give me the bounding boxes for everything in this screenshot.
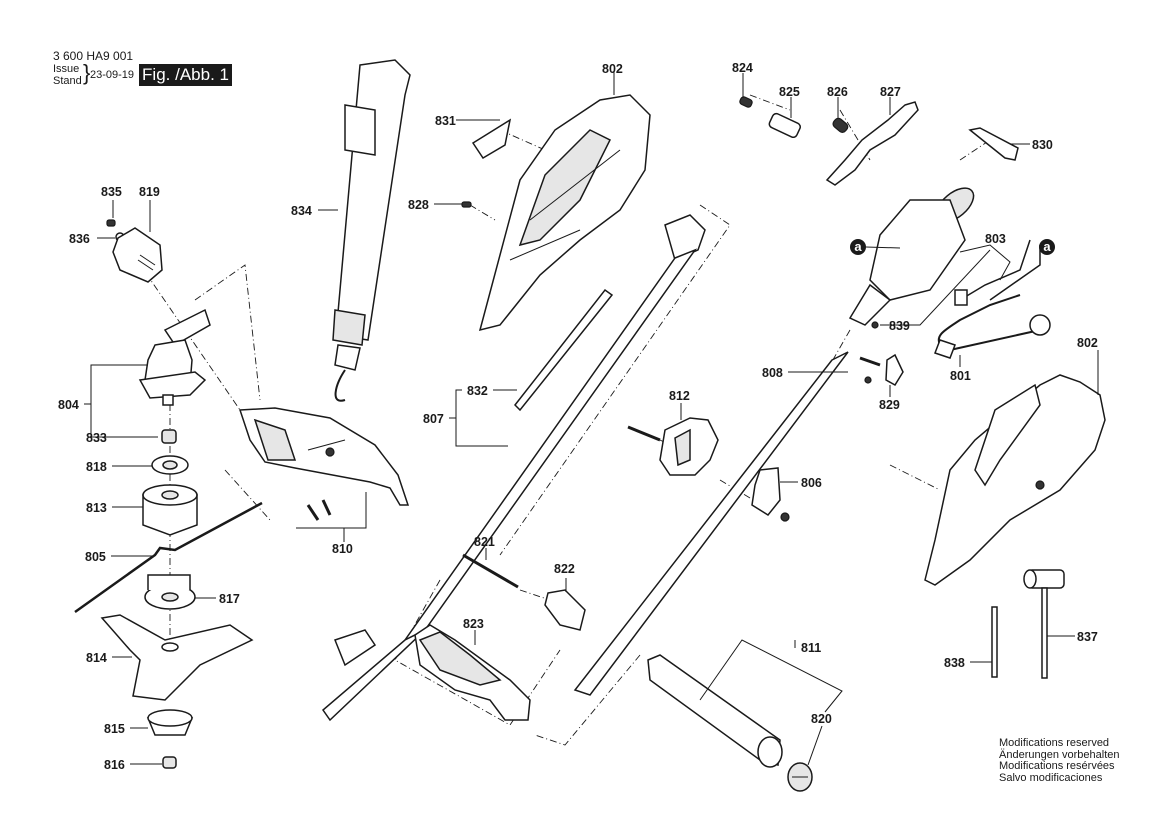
label-806[interactable]: 806 (801, 476, 822, 490)
part-837-wrench[interactable] (1023, 569, 1065, 679)
part-835-screw[interactable] (106, 219, 116, 227)
label-839[interactable]: 839 (889, 319, 910, 333)
modifications-notice: Modifications reserved Änderungen vorbeh… (999, 737, 1120, 784)
label-834[interactable]: 834 (291, 204, 312, 218)
part-818-bearing[interactable] (151, 455, 189, 475)
label-816[interactable]: 816 (104, 758, 125, 772)
label-819[interactable]: 819 (139, 185, 160, 199)
label-827[interactable]: 827 (880, 85, 901, 99)
part-826-spring[interactable] (831, 117, 849, 134)
label-824[interactable]: 824 (732, 61, 753, 75)
drive-tube-end[interactable] (163, 308, 211, 346)
connection-marker-left: a (850, 239, 866, 255)
part-802-housing-right[interactable] (924, 374, 1106, 586)
note-fr: Modifications resérvées (999, 760, 1115, 772)
figure-label: Fig. /Abb. 1 (139, 64, 232, 86)
label-814[interactable]: 814 (86, 651, 107, 665)
issue-label-en: Issue (53, 63, 80, 75)
part-812-clamp[interactable] (627, 417, 719, 476)
issue-label: Issue Stand (53, 63, 82, 87)
svg-text:a: a (854, 239, 862, 254)
label-830[interactable]: 830 (1032, 138, 1053, 152)
part-831-label[interactable] (471, 118, 512, 160)
part-labels: 835 819 836 804 833 818 813 805 817 814 … (58, 61, 1098, 772)
label-835[interactable]: 835 (101, 185, 122, 199)
label-828[interactable]: 828 (408, 198, 429, 212)
part-815-flange[interactable] (146, 709, 194, 736)
label-836[interactable]: 836 (69, 232, 90, 246)
part-834-shoulder-strap[interactable] (332, 59, 411, 402)
label-813[interactable]: 813 (86, 501, 107, 515)
label-803[interactable]: 803 (985, 232, 1006, 246)
part-804-gear-head[interactable] (138, 339, 207, 406)
label-802-right[interactable]: 802 (1077, 336, 1098, 350)
label-805[interactable]: 805 (85, 550, 106, 564)
label-826[interactable]: 826 (827, 85, 848, 99)
issue-date: 23-09-19 (90, 69, 135, 81)
label-823[interactable]: 823 (463, 617, 484, 631)
leader-lines (84, 72, 1099, 766)
part-833-bushing[interactable] (161, 429, 177, 444)
part-811-aux-handle[interactable] (647, 654, 783, 768)
part-802-housing-left[interactable] (478, 94, 651, 332)
label-818[interactable]: 818 (86, 460, 107, 474)
label-829[interactable]: 829 (879, 398, 900, 412)
note-en: Modifications reserved (999, 737, 1110, 749)
label-812[interactable]: 812 (669, 389, 690, 403)
issue-label-de: Stand (53, 75, 82, 87)
label-820[interactable]: 820 (811, 712, 832, 726)
label-810[interactable]: 810 (332, 542, 353, 556)
part-817-spool[interactable] (144, 574, 196, 610)
part-832-strip[interactable] (514, 288, 614, 412)
label-804[interactable]: 804 (58, 398, 79, 412)
part-816-nut[interactable] (162, 756, 177, 769)
label-821[interactable]: 821 (474, 535, 495, 549)
note-es: Salvo modificaciones (999, 771, 1103, 784)
part-823-grip[interactable] (414, 624, 531, 721)
part-814-blade[interactable] (100, 614, 254, 701)
label-825[interactable]: 825 (779, 85, 800, 99)
label-808[interactable]: 808 (762, 366, 783, 380)
label-811[interactable]: 811 (801, 641, 821, 655)
connection-marker-right: a (1039, 239, 1055, 255)
part-822-spacer[interactable] (544, 589, 586, 631)
part-820-knob[interactable] (787, 762, 813, 792)
part-830-label[interactable] (968, 127, 1019, 161)
label-831[interactable]: 831 (435, 114, 456, 128)
part-828-screw[interactable] (461, 201, 472, 208)
note-de: Änderungen vorbehalten (999, 748, 1120, 761)
label-837[interactable]: 837 (1077, 630, 1098, 644)
part-819-cover[interactable] (112, 227, 163, 283)
part-821-bolt[interactable] (462, 553, 519, 589)
part-829-bracket[interactable] (859, 353, 904, 387)
part-806-lever[interactable] (751, 467, 790, 522)
svg-text:a: a (1043, 239, 1051, 254)
part-810-screws[interactable] (306, 499, 332, 521)
label-838[interactable]: 838 (944, 656, 965, 670)
part-801-cable[interactable] (934, 239, 1051, 359)
part-824-screw[interactable] (739, 96, 753, 108)
part-803-motor[interactable] (848, 182, 980, 326)
part-839-nut[interactable] (871, 321, 879, 329)
label-801[interactable]: 801 (950, 369, 971, 383)
label-832[interactable]: 832 (467, 384, 488, 398)
part-813-spool-holder[interactable] (142, 484, 198, 536)
brace: } (83, 60, 91, 85)
label-802-top[interactable]: 802 (602, 62, 623, 76)
label-815[interactable]: 815 (104, 722, 125, 736)
part-805-cutting-wire[interactable] (74, 501, 263, 614)
part-810-guard[interactable] (238, 407, 410, 506)
label-833[interactable]: 833 (86, 431, 107, 445)
label-807[interactable]: 807 (423, 412, 444, 426)
document-code: 3 600 HA9 001 (53, 49, 134, 63)
part-838-rod[interactable] (991, 606, 998, 678)
part-825-filter[interactable] (768, 112, 802, 139)
part-827-switch-lever[interactable] (825, 101, 919, 186)
label-817[interactable]: 817 (219, 592, 240, 606)
part-808-tube[interactable] (573, 351, 872, 696)
label-822[interactable]: 822 (554, 562, 575, 576)
part-807-upper-tube[interactable] (321, 214, 706, 722)
